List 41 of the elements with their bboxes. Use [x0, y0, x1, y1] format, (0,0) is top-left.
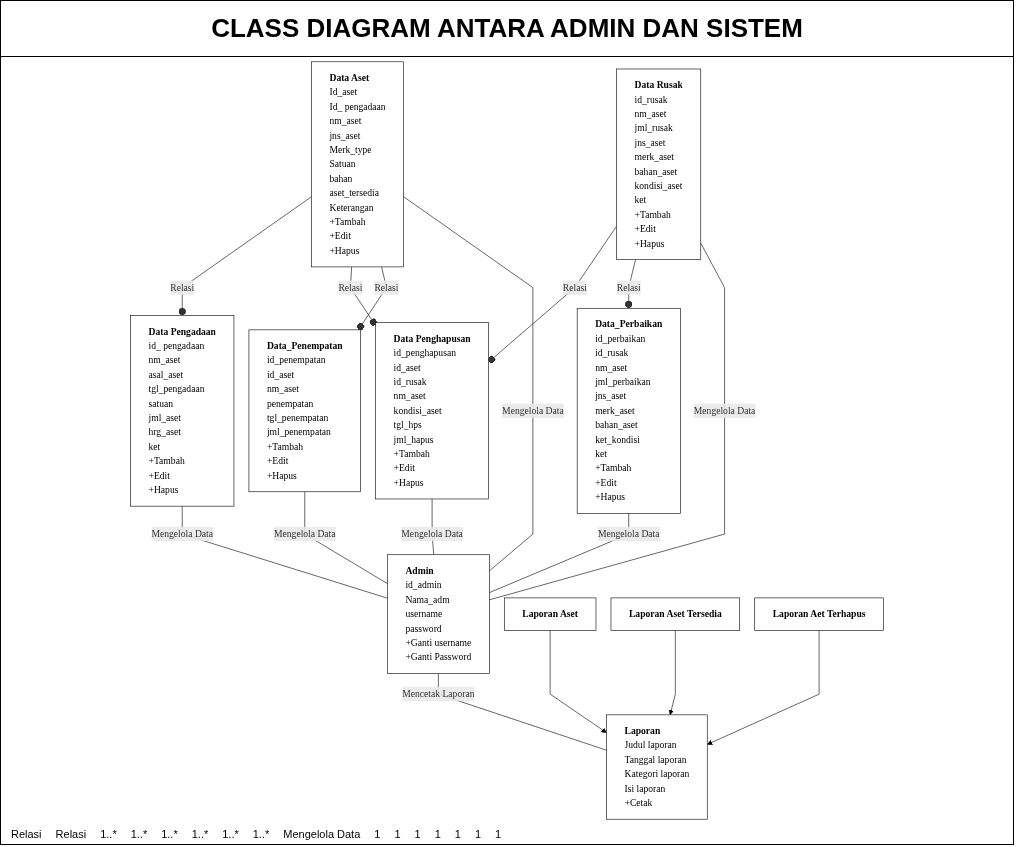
class-box: Data_Penempatan id_penempatan id_aset nm_aset penempatan tgl_penempatan jml_penempatan +Tambah +Edit +Hapus	[248, 329, 361, 493]
edge-label: Relasi	[374, 282, 399, 293]
diagram-note: Relasi	[11, 828, 42, 840]
diagram-note: Mengelola Data	[283, 828, 361, 840]
diagram-note: 1	[474, 828, 482, 840]
diagram-note: 1	[495, 828, 502, 840]
diagram-title: CLASS DIAGRAM ANTARA ADMIN DAN SISTEM	[1, 1, 1013, 57]
class-box: Data Penghapusan id_penghapusan id_aset id_rusak nm_aset kondisi_aset tgl_hps jml_hapus +Tambah +Edit +Hapus	[375, 322, 489, 500]
edge-label: Mengelola Data	[273, 528, 336, 539]
edge-label: Mengelola Data	[597, 528, 660, 539]
diagram-note: 1..*	[191, 828, 209, 840]
class-box: Data Rusak id_rusak nm_aset jml_rusak jns_aset merk_aset bahan_aset kondisi_aset ket +Tambah +Edit +Hapus	[616, 68, 702, 260]
class-box: Laporan Judul laporan Tanggal laporan Kategori laporan Isi laporan +Cetak	[606, 714, 708, 820]
class-box: Data_Perbaikan id_perbaikan id_rusak nm_aset jml_perbaikan jns_aset merk_aset bahan_aset ket_kondisi ket +Tambah +Edit +Hapus	[576, 307, 681, 514]
edge-label: Relasi	[170, 282, 195, 293]
diagram-note: 1	[454, 828, 461, 840]
diagram-note: 1	[374, 828, 381, 840]
diagram-note: 1..*	[100, 828, 117, 840]
diagram-note: 1..*	[130, 828, 148, 840]
diagram-note: 1	[414, 828, 421, 840]
edge-label: Relasi	[616, 282, 641, 293]
class-box: Data Aset Id_aset Id_ pengadaan nm_aset jns_aset Merk_type Satuan bahan aset_tersedia Keterangan +Tambah +Edit +Hapus	[311, 61, 404, 268]
edge-label: Mengelola Data	[693, 405, 756, 416]
connector	[403, 196, 534, 572]
diagram-note: Relasi	[55, 828, 87, 840]
diagram-note: 1	[394, 828, 401, 840]
class-box: Laporan Aset	[504, 597, 597, 631]
edge-label: Relasi	[338, 282, 363, 293]
diagram-note: 1..*	[161, 828, 178, 840]
edge-label: Mengelola Data	[151, 528, 213, 539]
class-box: Laporan Aet Terhapus	[754, 597, 884, 631]
diagram-note: 1	[434, 828, 441, 840]
class-box: Data Pengadaan id_ pengadaan nm_aset asal_aset tgl_pengadaan satuan jml_aset hrg_aset ket +Tambah +Edit +Hapus	[130, 315, 235, 507]
diagram-note: 1..*	[222, 828, 239, 840]
diagram-note: 1..*	[252, 828, 270, 840]
class-box: Admin id_admin Nama_adm username password +Ganti username +Ganti Password	[387, 554, 490, 674]
edge-label: Relasi	[562, 282, 587, 293]
edge-label: Mencetak Laporan	[402, 688, 475, 699]
edge-label: Mengelola Data	[401, 528, 463, 539]
class-box: Laporan Aset Tersedia	[610, 597, 741, 631]
edge-label: Mengelola Data	[502, 405, 564, 416]
